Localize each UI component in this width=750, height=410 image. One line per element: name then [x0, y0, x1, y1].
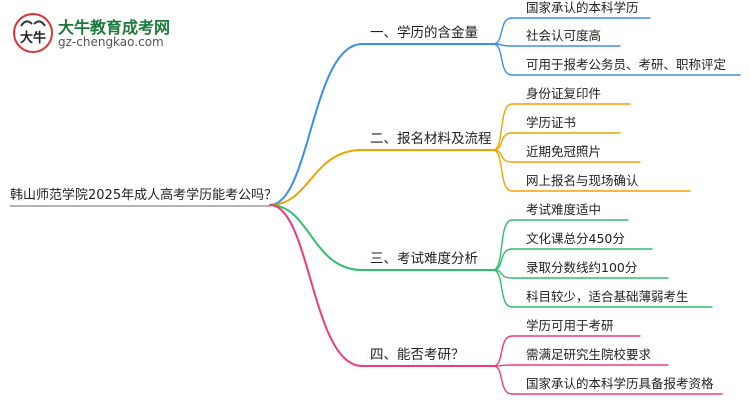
branch-4-leaf-1-connector — [492, 335, 513, 367]
branch-3-leaf-1-connector — [492, 219, 513, 271]
branch-4-leaf-2: 需满足研究生院校要求 — [526, 347, 652, 362]
branch-3-connector — [269, 204, 363, 271]
logo-mark-text: 大牛 — [20, 30, 46, 46]
branch-2-leaf-4: 网上报名与现场确认 — [526, 173, 639, 188]
logo-title: 大牛教育成考网 — [58, 18, 171, 37]
branch-2-leaf-3: 近期免冠照片 — [526, 144, 602, 159]
branch-4-label: 四、能否考研？ — [370, 347, 465, 363]
branch-2-leaf-1-connector — [492, 103, 513, 151]
branch-3-leaf-1: 考试难度适中 — [526, 202, 602, 217]
branch-4-connector — [269, 204, 363, 367]
branch-2-leaf-1: 身份证复印件 — [526, 86, 602, 101]
branch-1-label: 一、学历的含金量 — [370, 25, 478, 41]
branch-2-leaf-2-connector — [492, 132, 513, 151]
branch-4-leaf-3-connector — [492, 365, 513, 395]
branch-2-leaf-2: 学历证书 — [526, 115, 577, 130]
branch-1-leaf-2: 社会认可度高 — [526, 28, 602, 43]
branch-3-leaf-2-connector — [492, 248, 513, 271]
branch-3-leaf-3: 录取分数线约100分 — [526, 260, 638, 275]
branch-2-leaf-4-connector — [492, 149, 513, 192]
branch-3-leaf-2: 文化课总分450分 — [526, 231, 625, 246]
root-topic: 韩山师范学院2025年成人高考学历能考公吗？ — [10, 188, 278, 203]
branch-2-connector — [269, 149, 363, 206]
branch-1-leaf-3-connector — [492, 43, 513, 76]
brand-logo: 大牛 大牛教育成考网 gz-chengkao.com — [12, 12, 252, 56]
branch-1-leaf-3: 可用于报考公务员、考研、职称评定 — [526, 57, 727, 72]
branch-4-leaf-3: 国家承认的本科学历具备报考资格 — [526, 376, 714, 391]
branch-3-leaf-4: 科目较少，适合基础薄弱考生 — [526, 289, 689, 304]
branch-3-label: 三、考试难度分析 — [370, 251, 478, 267]
branch-1-connector — [269, 43, 363, 206]
branch-1-leaf-1-connector — [492, 17, 513, 45]
logo-url: gz-chengkao.com — [58, 35, 164, 49]
branch-4-leaf-1: 学历可用于考研 — [526, 318, 614, 333]
branch-2-label: 二、报名材料及流程 — [370, 131, 492, 147]
branch-1-leaf-1: 国家承认的本科学历 — [526, 0, 639, 15]
bull-logo-icon: 大牛 — [13, 13, 53, 53]
branch-3-leaf-4-connector — [492, 269, 513, 308]
